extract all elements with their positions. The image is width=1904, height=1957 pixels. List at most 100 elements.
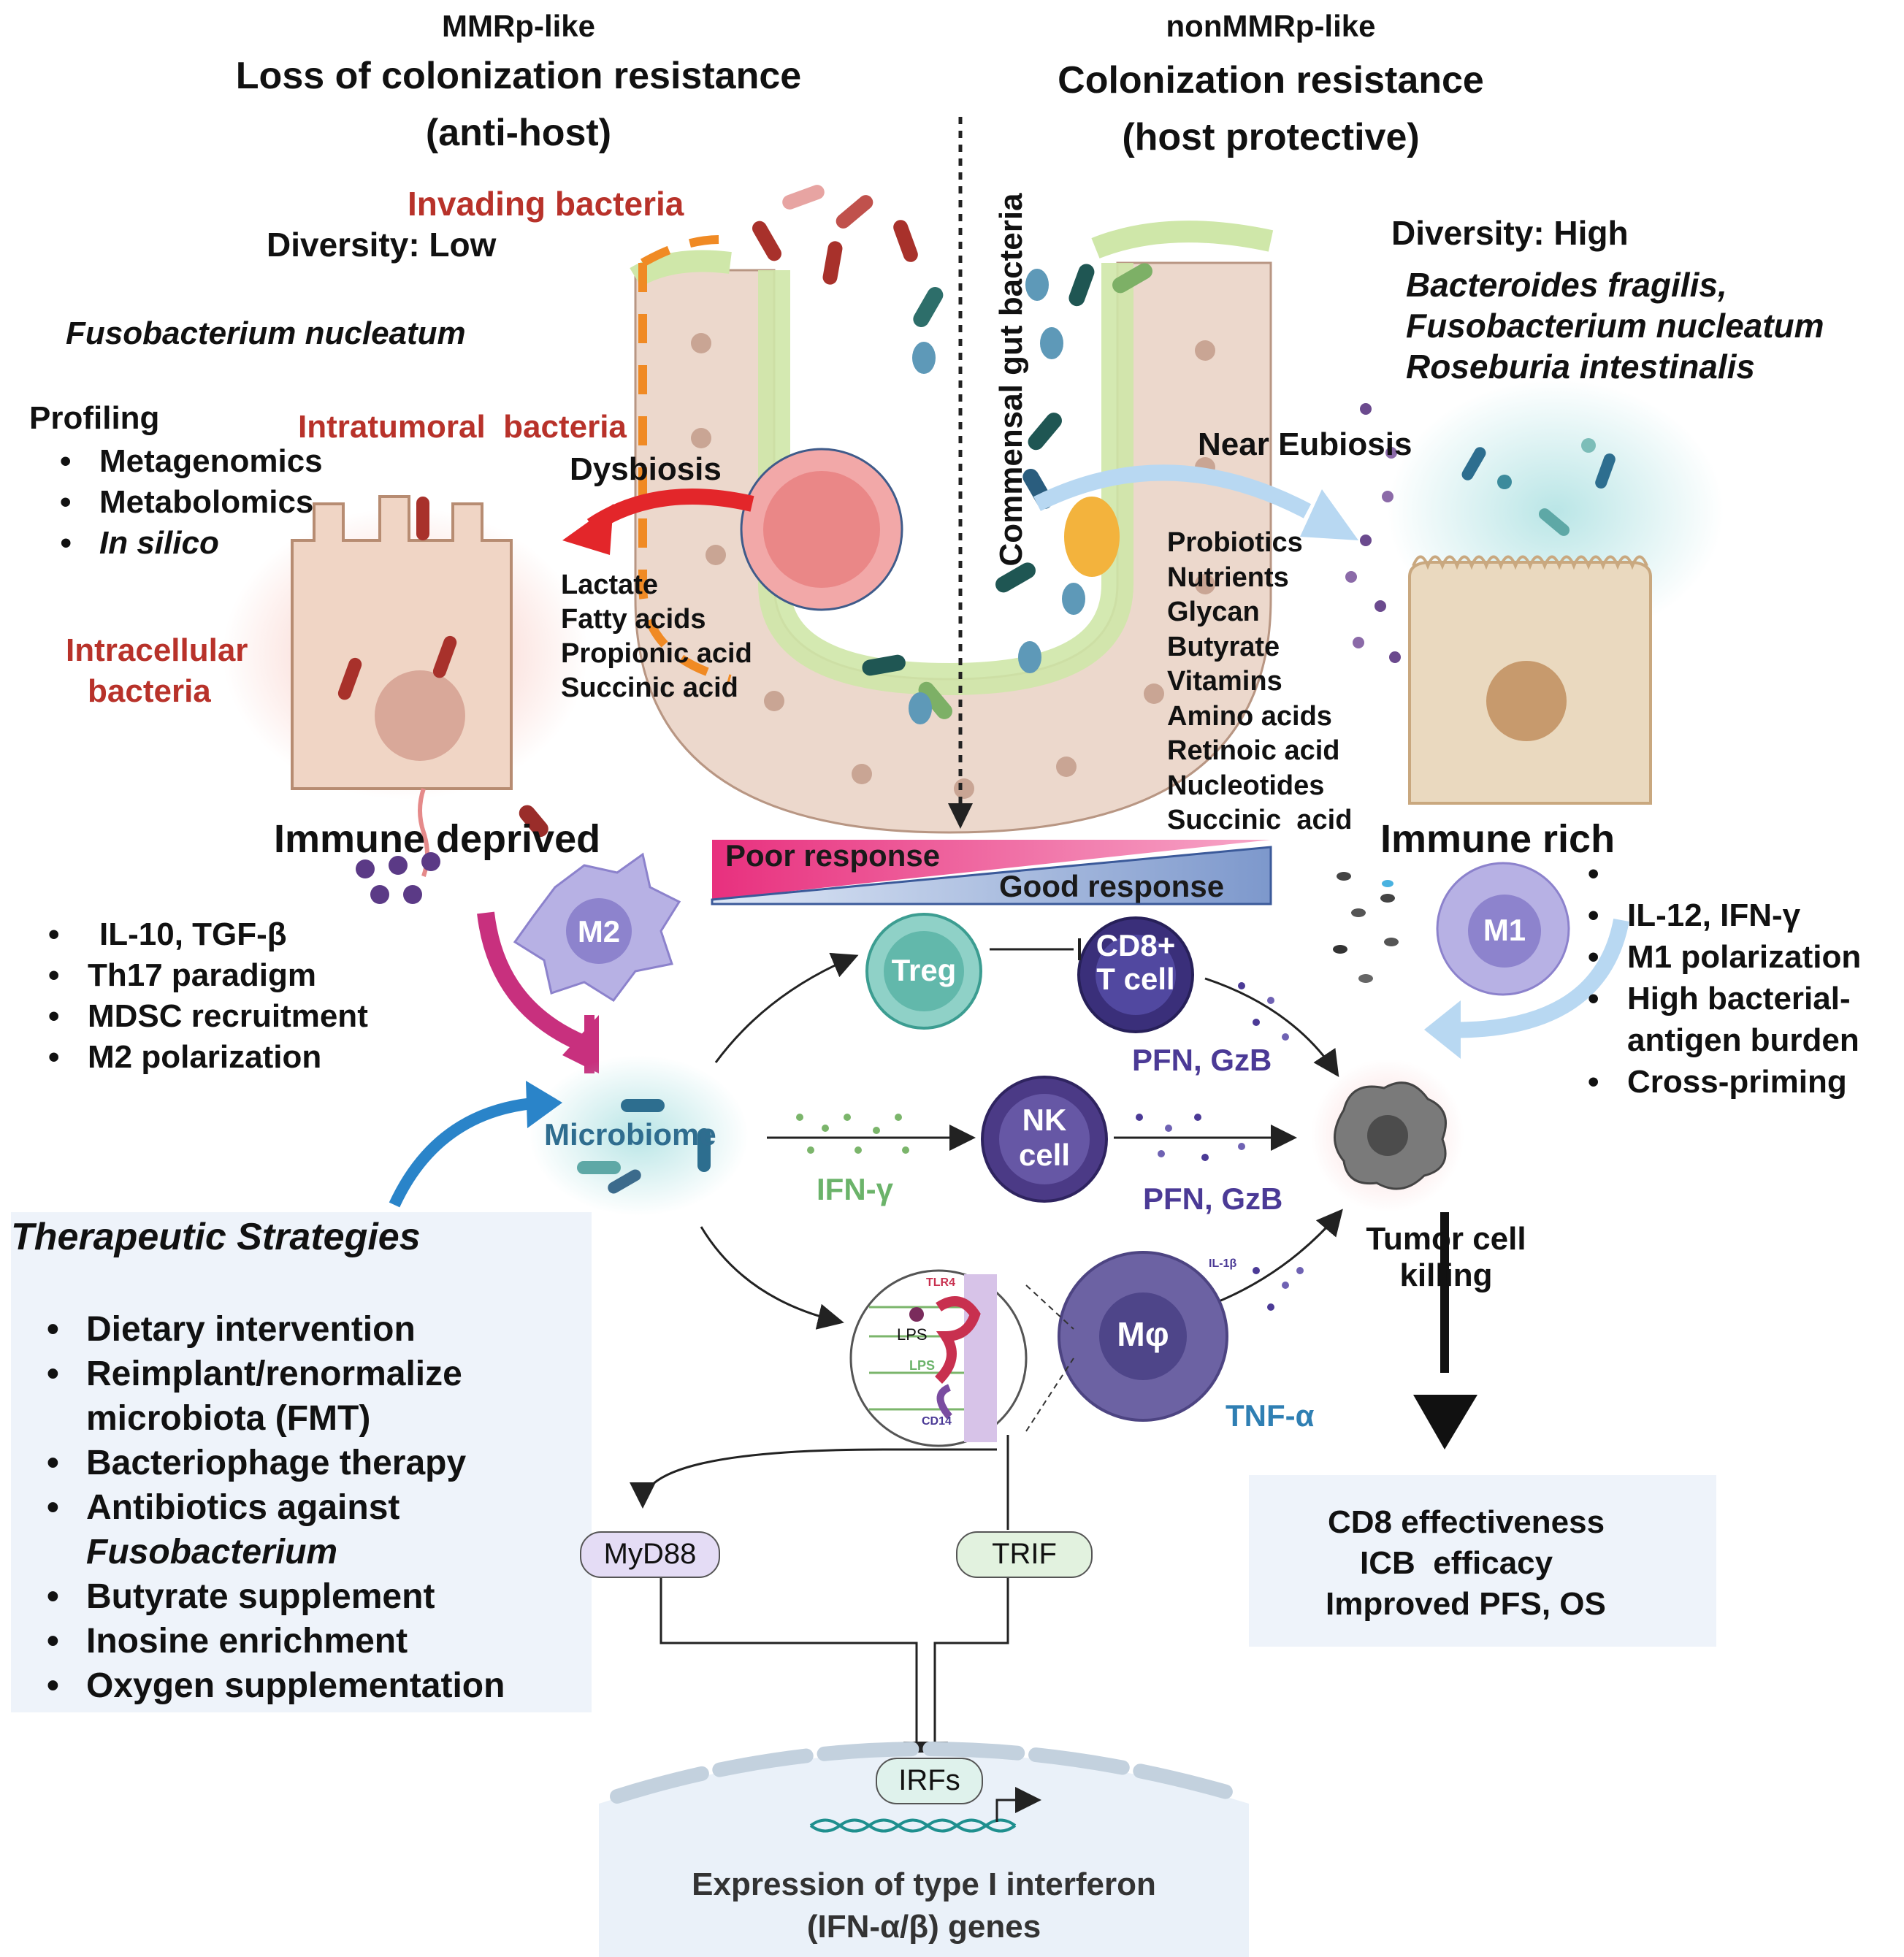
expression-label-1: Expression of type I interferon: [692, 1866, 1156, 1902]
outcome-item: Improved PFS, OS: [1326, 1586, 1606, 1622]
metabolite-item: Succinic acid: [561, 673, 738, 703]
cd8-label-line1: CD8+: [1096, 928, 1176, 962]
good-response-wedge: [711, 846, 1272, 905]
gut-epithelium: [630, 221, 1274, 834]
myd88-box[interactable]: [580, 1531, 720, 1578]
tlr4-receptor-icon: [934, 1296, 981, 1384]
tlr4-label: TLR4: [926, 1276, 955, 1289]
immune-deprived-item: Th17 paradigm: [45, 955, 368, 996]
immune-deprived-dots: [356, 805, 548, 904]
left-species-label: Fusobacterium nucleatum: [66, 315, 466, 351]
m1-label: M1: [1483, 913, 1526, 947]
cytokine-dots: [796, 982, 1304, 1311]
therapy-item: Oxygen supplementation: [44, 1663, 505, 1708]
right-title: Colonization resistance: [1058, 59, 1484, 102]
therapy-item: Reimplant/renormalize: [44, 1352, 505, 1396]
left-diversity-label: Diversity: Low: [267, 226, 497, 264]
tnf-alpha-label: TNF-α: [1226, 1398, 1315, 1433]
right-diversity-label: Diversity: High: [1391, 214, 1629, 252]
immune-rich-title: Immune rich: [1380, 817, 1616, 861]
species-item: Roseburia intestinalis: [1406, 348, 1756, 386]
therapy-item-cont: Fusobacterium: [86, 1533, 338, 1571]
right-cell-nucleus: [1486, 661, 1567, 741]
outcome-arrow: [1440, 1212, 1449, 1373]
therapy-item: Dietary intervention: [44, 1307, 505, 1352]
intracellular-label-1: Intracellular: [66, 632, 248, 668]
immune-rich-item: High bacterial-: [1585, 978, 1861, 1019]
profiling-item: Metagenomics: [57, 441, 323, 482]
metabolite-item: Propionic acid: [561, 638, 752, 669]
invading-bacteria-icon: [752, 185, 918, 285]
profiling-list: Metagenomics Metabolomics In silico: [57, 441, 323, 564]
cd8-label: CD8+ T cell: [1077, 929, 1194, 996]
lps-label-1: LPS: [897, 1325, 928, 1344]
left-cell-nucleus: [375, 670, 465, 761]
therapy-item-cont: microbiota (FMT): [86, 1399, 371, 1438]
intracellular-bacterium-icon: [337, 657, 362, 700]
immune-rich-item: Cross-priming: [1585, 1061, 1861, 1103]
right-species-list: Bacteroides fragilis, Fusobacterium nucl…: [1406, 264, 1824, 387]
cd8-label-line2: T cell: [1096, 962, 1175, 996]
il1b-label: IL-1β: [1209, 1257, 1237, 1270]
right-title-paren: (host protective): [1122, 116, 1420, 158]
metabolite-item: Vitamins: [1167, 666, 1282, 697]
therapy-item: Antibiotics against: [44, 1485, 505, 1530]
nk-label: NK cell: [986, 1103, 1103, 1173]
immune-deprived-item: IL-10, TGF-β: [45, 914, 368, 955]
irfs-label: IRFs: [898, 1764, 960, 1796]
dysbiosis-label: Dysbiosis: [570, 451, 722, 487]
microbiome-cluster-icon: [529, 1055, 749, 1216]
therapy-list: Dietary intervention Reimplant/renormali…: [44, 1307, 505, 1708]
immune-rich-list: IL-12, IFN-γ M1 polarization High bacter…: [1585, 853, 1861, 1103]
outcome-item: CD8 effectiveness: [1328, 1504, 1605, 1540]
outcome-item: ICB efficacy: [1360, 1545, 1553, 1581]
therapy-item: Inosine enrichment: [44, 1619, 505, 1663]
outcome-box: [1249, 1475, 1716, 1647]
metabolite-item: Retinoic acid: [1167, 735, 1340, 766]
m1-dots: [1333, 872, 1399, 983]
pfn-gzb-label-1: PFN, GzB: [1132, 1043, 1272, 1077]
expression-label-2: (IFN-α/β) genes: [806, 1909, 1041, 1945]
invading-bacteria-label: Invading bacteria: [408, 185, 684, 223]
m2-label: M2: [577, 914, 621, 949]
right-subtitle: nonMMRp-like: [1166, 9, 1376, 43]
myd88-label: MyD88: [603, 1538, 697, 1570]
right-metabolite-list: Probiotics Nutrients Glycan Butyrate Vit…: [1167, 526, 1352, 838]
eubiosis-label: Near Eubiosis: [1198, 426, 1412, 462]
trif-label: TRIF: [992, 1538, 1057, 1570]
nk-label-line2: cell: [1018, 1138, 1071, 1172]
metabolite-item: Lactate: [561, 570, 659, 600]
metabolite-item: Probiotics: [1167, 527, 1303, 558]
irfs-box[interactable]: [876, 1758, 983, 1804]
trif-box[interactable]: [956, 1531, 1093, 1578]
left-title: Loss of colonization resistance: [235, 55, 802, 97]
intratumoral-label: Intratumoral bacteria: [298, 409, 627, 445]
nucleus-region: [599, 1753, 1249, 1957]
species-item: Fusobacterium nucleatum: [1406, 307, 1824, 345]
metabolite-item: Butyrate: [1167, 631, 1280, 662]
commensal-bacteria-icon: [862, 263, 1152, 724]
nk-label-line1: NK: [1022, 1103, 1067, 1137]
cd14-receptor-icon: [936, 1384, 952, 1420]
eubiosis-arrow: [1033, 464, 1312, 518]
immune-rich-item: IL-12, IFN-γ: [1585, 895, 1861, 936]
left-title-paren: (anti-host): [425, 112, 612, 154]
immune-deprived-item: M2 polarization: [45, 1037, 368, 1078]
commensal-axis-label: Commensal gut bacteria: [993, 193, 1029, 567]
metabolite-item: Succinic acid: [1167, 805, 1353, 835]
dna-helix-icon: [809, 1818, 1017, 1833]
profiling-item: In silico: [57, 523, 323, 564]
immune-rich-item-cont: antigen burden: [1627, 1022, 1859, 1058]
profiling-title: Profiling: [29, 400, 160, 436]
metabolite-dots: [1345, 403, 1401, 663]
species-item: Bacteroides fragilis,: [1406, 266, 1727, 304]
pfn-gzb-label-2: PFN, GzB: [1143, 1182, 1283, 1216]
profiling-item: Metabolomics: [57, 482, 323, 523]
microbiome-label: Microbiome: [544, 1117, 716, 1152]
metabolite-item: Glycan: [1167, 597, 1260, 627]
macrophage-label: Mφ: [1117, 1315, 1169, 1353]
lps-label-2: LPS: [909, 1358, 936, 1373]
poor-response-label: Poor response: [725, 838, 941, 873]
immune-rich-item: [1585, 853, 1861, 895]
